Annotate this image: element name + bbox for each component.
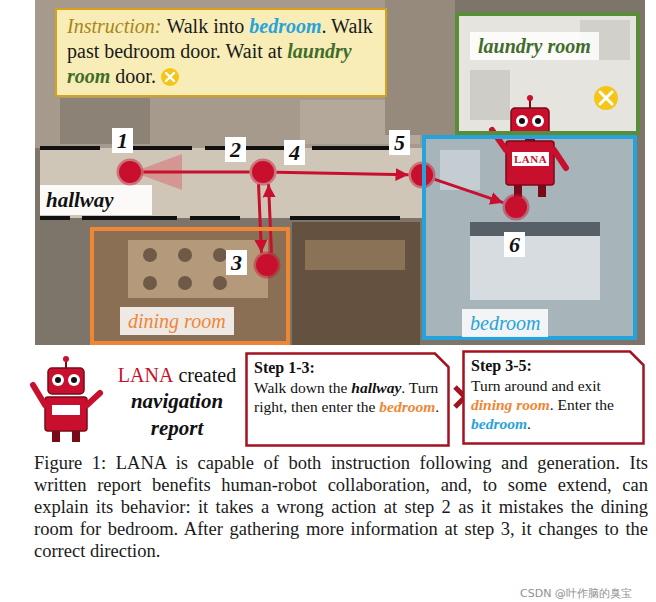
- node-text: bedroom: [471, 415, 527, 432]
- chair: [178, 248, 192, 262]
- fail-mark-disc: [161, 68, 179, 86]
- callout-number: 4: [284, 140, 305, 165]
- fail-mark: [161, 68, 179, 86]
- node-text: door.: [115, 65, 156, 87]
- upper-area: [35, 0, 455, 148]
- node-text: hallway: [351, 379, 401, 396]
- path-connector: [276, 172, 408, 174]
- report-heading-text: navigation report: [108, 388, 246, 442]
- callout-number: 5: [389, 130, 410, 155]
- node-text: Walk into: [166, 15, 244, 37]
- path-connector: [435, 179, 503, 202]
- callout-number: 1: [112, 128, 133, 153]
- chair: [213, 276, 227, 290]
- report-step-box: Step 3-5:Turn around and exit dining room…: [462, 350, 645, 445]
- bedroom-floor: [422, 135, 637, 340]
- robot-name: LANA: [118, 362, 174, 388]
- node-text: dining room: [471, 396, 550, 413]
- step-heading: Step 1-3:: [254, 358, 441, 378]
- figure-caption: Figure 1: LANA is capable of both instru…: [34, 452, 648, 562]
- walls: [40, 146, 402, 220]
- corner-area: [385, 0, 455, 135]
- instruction-box: Instruction:Walk intobedroom. Walk past …: [55, 8, 387, 97]
- step-heading: Step 3-5:: [471, 356, 636, 376]
- washer: [470, 70, 510, 120]
- path-connector: [259, 184, 262, 252]
- dining-table: [128, 240, 268, 298]
- waypoint: 3: [256, 254, 278, 276]
- map-ground: [35, 0, 645, 345]
- report-step-box: Step 1-3:Walk down thehallway. Turn righ…: [245, 352, 450, 447]
- node-text: Instruction:: [67, 15, 161, 37]
- bed: [470, 232, 600, 300]
- robot-icon: [33, 356, 100, 442]
- step-box-shape: [464, 352, 644, 444]
- node-text: .: [435, 398, 439, 415]
- upper-texture: [60, 98, 150, 144]
- path-connector: [144, 171, 250, 174]
- node-text: Walk down the: [254, 379, 347, 396]
- robot-figure: [492, 95, 566, 197]
- fail-mark: [594, 86, 618, 110]
- waypoint: 1: [119, 161, 141, 183]
- waypoint: 6: [505, 196, 527, 218]
- waypoint: 24: [252, 161, 274, 183]
- room-label: hallway: [40, 185, 152, 215]
- report-heading-text: created: [178, 362, 236, 388]
- chair: [143, 276, 157, 290]
- callout-number: 2: [225, 137, 246, 162]
- node-text: hallway: [46, 188, 114, 212]
- node-text: .: [527, 415, 531, 432]
- laundry-floor: [455, 12, 640, 135]
- fail-mark-cross: [166, 73, 174, 81]
- region-label: bedroom: [462, 309, 548, 337]
- report-heading: LANAcreatednavigation report: [108, 362, 246, 442]
- shelf: [305, 240, 405, 270]
- node-text: bedroom: [249, 15, 321, 37]
- node-text: . Enter the: [550, 396, 614, 413]
- headboard: [470, 222, 600, 236]
- step-body: Turn around and exit dining room. Enter t…: [471, 376, 636, 433]
- callout-number: 6: [504, 232, 525, 257]
- step-box-shape: [247, 354, 449, 446]
- robot-name-tag: LANA: [512, 152, 549, 166]
- chair: [178, 276, 192, 290]
- room-region: dining room 3: [90, 227, 290, 345]
- chair: [213, 248, 227, 262]
- step-body: Walk down thehallway. Turn right, then e…: [254, 378, 441, 416]
- region-label: dining room: [120, 307, 234, 335]
- region-label: laundry room: [470, 32, 599, 60]
- chair: [143, 248, 157, 262]
- room-region: laundry room: [455, 12, 640, 135]
- lower-room: [292, 222, 420, 345]
- watermark: CSDN @叶作脑的臭宝: [520, 587, 632, 600]
- callout-number: 3: [226, 250, 247, 275]
- node-text: bedroom: [379, 398, 435, 415]
- path-connector: [269, 184, 272, 252]
- node-text: Turn around and exit: [471, 377, 601, 394]
